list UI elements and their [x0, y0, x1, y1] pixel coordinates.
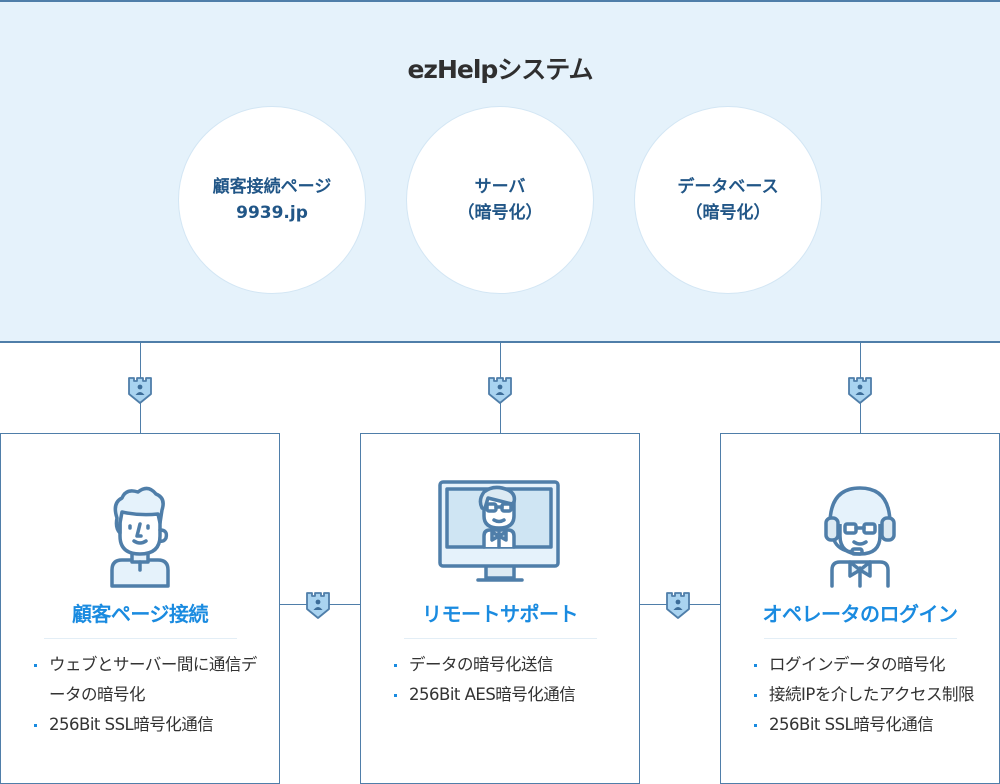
system-panel: ezHelpシステム 顧客接続ページ 9939.jp サーバ （暗号化） データ…	[0, 0, 1000, 343]
feature-list: ウェブとサーバー間に通信データの暗号化 256Bit SSL暗号化通信	[31, 650, 269, 740]
system-title: ezHelpシステム	[407, 55, 593, 84]
component-customer-page: 顧客接続ページ 9939.jp	[178, 106, 366, 294]
feature-list: データの暗号化送信 256Bit AES暗号化通信	[391, 650, 629, 710]
component-database: データベース （暗号化）	[634, 106, 822, 294]
feature-card-operator-login: オペレータのログイン ログインデータの暗号化 接続IPを介したアクセス制限 25…	[720, 433, 1000, 784]
component-server: サーバ （暗号化）	[406, 106, 594, 294]
shield-lock-icon	[848, 377, 872, 404]
feature-list: ログインデータの暗号化 接続IPを介したアクセス制限 256Bit SSL暗号化…	[751, 650, 989, 740]
feature-item: ログインデータの暗号化	[751, 650, 989, 680]
component-sublabel: 9939.jp	[236, 203, 308, 223]
feature-item: 256Bit SSL暗号化通信	[751, 710, 989, 740]
divider	[404, 638, 597, 639]
component-sublabel: （暗号化）	[457, 203, 543, 223]
feature-card-customer-page: 顧客ページ接続 ウェブとサーバー間に通信データの暗号化 256Bit SSL暗号…	[0, 433, 280, 784]
feature-heading: オペレータのログイン	[762, 602, 959, 626]
shield-lock-icon	[306, 592, 330, 619]
divider	[764, 638, 957, 639]
shield-lock-icon	[128, 377, 152, 404]
feature-item: 256Bit AES暗号化通信	[391, 680, 629, 710]
headset-operator-icon	[824, 486, 896, 588]
shield-lock-icon	[666, 592, 690, 619]
component-label: サーバ	[474, 177, 526, 197]
shield-lock-icon	[488, 377, 512, 404]
feature-card-remote-support: リモートサポート データの暗号化送信 256Bit AES暗号化通信	[360, 433, 640, 784]
feature-item: 256Bit SSL暗号化通信	[31, 710, 269, 740]
divider	[44, 638, 237, 639]
customer-person-icon	[110, 486, 170, 588]
monitor-person-icon	[438, 480, 560, 582]
feature-item: 接続IPを介したアクセス制限	[751, 680, 989, 710]
component-sublabel: （暗号化）	[685, 203, 771, 223]
feature-heading: リモートサポート	[422, 602, 579, 626]
component-label: 顧客接続ページ	[212, 177, 332, 197]
component-label: データベース	[677, 177, 779, 197]
feature-item: ウェブとサーバー間に通信データの暗号化	[31, 650, 269, 710]
feature-heading: 顧客ページ接続	[71, 602, 209, 626]
feature-item: データの暗号化送信	[391, 650, 629, 680]
